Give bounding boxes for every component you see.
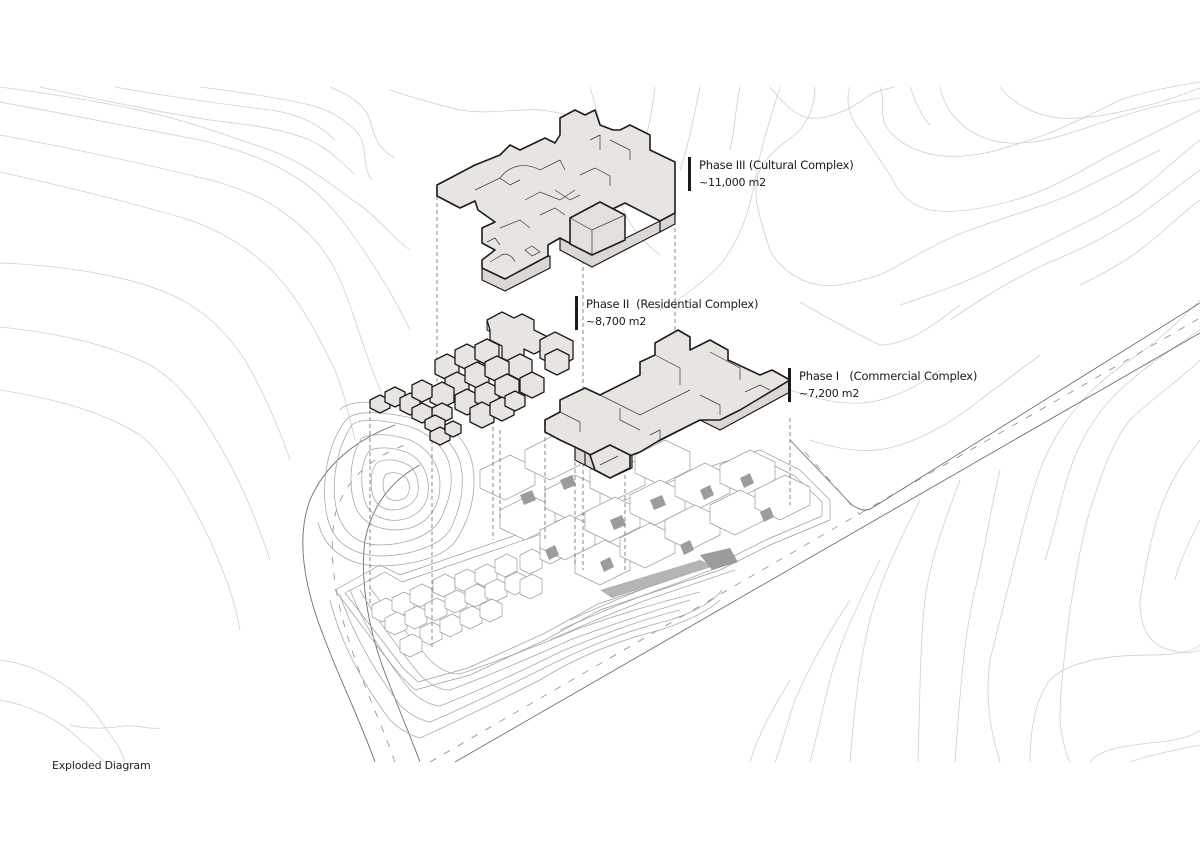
phase3-title: Phase III (Cultural Complex) (699, 158, 854, 172)
ground-residential-footprints (371, 538, 563, 658)
phase1-label: Phase I (Commercial Complex) ~7,200 m2 (788, 368, 977, 402)
road (302, 302, 1200, 763)
phase2-residential-cluster (369, 311, 574, 446)
phase2-title: Phase II (Residential Complex) (586, 297, 759, 311)
diagram-caption: Exploded Diagram (52, 759, 151, 772)
phase3-cultural-slab (436, 109, 676, 292)
ground-commercial-footprints (479, 434, 811, 598)
phase2-area: ~8,700 m2 (586, 315, 647, 328)
phase1-title: Phase I (Commercial Complex) (799, 369, 978, 383)
phase1-area: ~7,200 m2 (799, 387, 860, 400)
phase3-label: Phase III (Cultural Complex) ~11,000 m2 (688, 157, 854, 191)
base-site-plan (317, 401, 831, 739)
phase3-area: ~11,000 m2 (699, 176, 766, 189)
topography-contours (0, 81, 1200, 763)
phase1-commercial-slab (544, 329, 791, 479)
phase2-label: Phase II (Residential Complex) ~8,700 m2 (575, 296, 759, 330)
